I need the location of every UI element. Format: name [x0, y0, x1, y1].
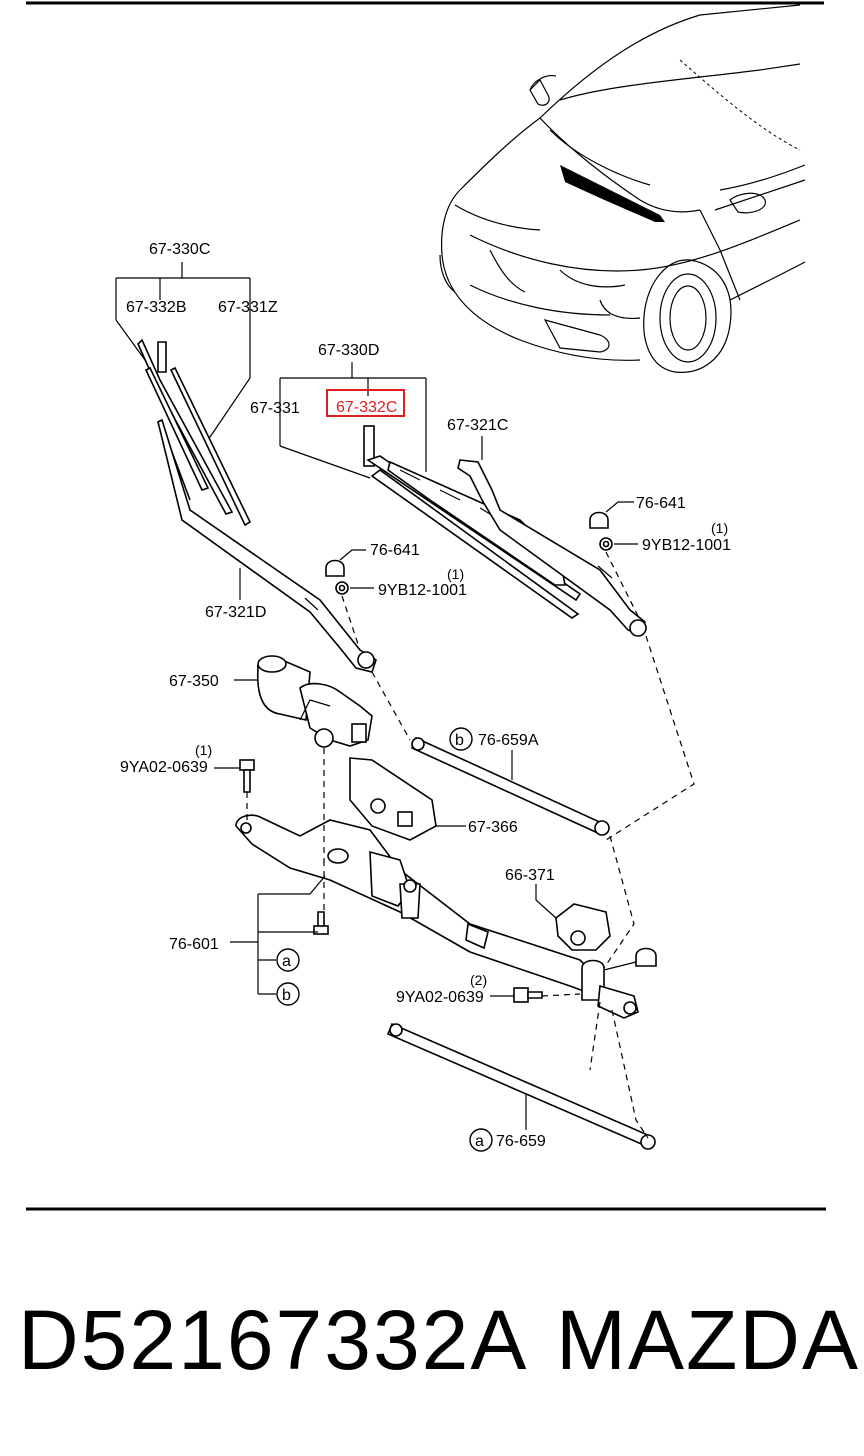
label-67-366: 67-366 — [468, 819, 518, 836]
callout-a-rod — [469, 1128, 493, 1152]
label-67-321C: 67-321C — [447, 417, 508, 434]
frame-screw — [230, 875, 329, 995]
label-qty-frame-bolt: (2) — [470, 972, 487, 988]
brand-name: MAZDA — [556, 1293, 860, 1387]
highlight-box — [326, 389, 405, 417]
frame-bolt — [490, 987, 543, 1003]
caps-and-nuts — [325, 501, 638, 595]
label-67-331: 67-331 — [250, 400, 300, 417]
label-67-332C: 67-332C — [336, 399, 397, 416]
wiper-motor — [234, 655, 373, 748]
label-76-601: 76-601 — [169, 936, 219, 953]
left-wiper-blade-assembly — [115, 262, 252, 527]
label-76-641-left: 76-641 — [370, 542, 420, 559]
label-9YB12-1001-right: 9YB12-1001 — [642, 537, 731, 554]
label-67-331Z: 67-331Z — [218, 299, 278, 316]
label-9YA02-0639-motor: 9YA02-0639 — [120, 759, 208, 776]
part-labels: 67-330C 67-332B 67-331Z 67-330D 67-331 6… — [120, 241, 731, 1152]
label-67-321D: 67-321D — [205, 604, 266, 621]
label-callout-b-rod: b — [455, 732, 464, 749]
motor-bolt — [214, 759, 255, 793]
label-67-330D: 67-330D — [318, 342, 379, 359]
callout-a-screw — [276, 948, 300, 972]
label-callout-a-rod: a — [475, 1133, 484, 1150]
label-9YA02-0639-frame: 9YA02-0639 — [396, 989, 484, 1006]
car-illustration — [439, 4, 806, 373]
bracket — [349, 757, 466, 841]
link-rod-a — [386, 1022, 656, 1150]
pivot-cover — [535, 884, 611, 951]
label-76-659: 76-659 — [496, 1133, 546, 1150]
footer: D52167332A MAZDA — [0, 1290, 864, 1410]
link-rod-b — [410, 736, 610, 836]
label-67-332B: 67-332B — [126, 299, 187, 316]
callout-b-rod — [449, 727, 473, 751]
label-qty-left-nut: (1) — [447, 566, 464, 582]
label-66-371: 66-371 — [505, 867, 555, 884]
label-67-330C: 67-330C — [149, 241, 210, 258]
part-number: D52167332A — [18, 1293, 529, 1387]
label-67-350: 67-350 — [169, 673, 219, 690]
wiper-linkage-frame — [235, 814, 657, 1019]
assembly-lines — [246, 551, 695, 1139]
callout-b-screw — [276, 982, 300, 1006]
label-callout-b-screw: b — [282, 987, 291, 1004]
label-76-659A: 76-659A — [478, 732, 539, 749]
right-wiper-arm — [457, 436, 647, 637]
right-wiper-blade-assembly — [279, 362, 582, 619]
label-76-641-right: 76-641 — [636, 495, 686, 512]
label-qty-right-nut: (1) — [711, 520, 728, 536]
label-callout-a-screw: a — [282, 953, 291, 970]
label-qty-motor-bolt: (1) — [195, 742, 212, 758]
label-9YB12-1001-left: 9YB12-1001 — [378, 582, 467, 599]
